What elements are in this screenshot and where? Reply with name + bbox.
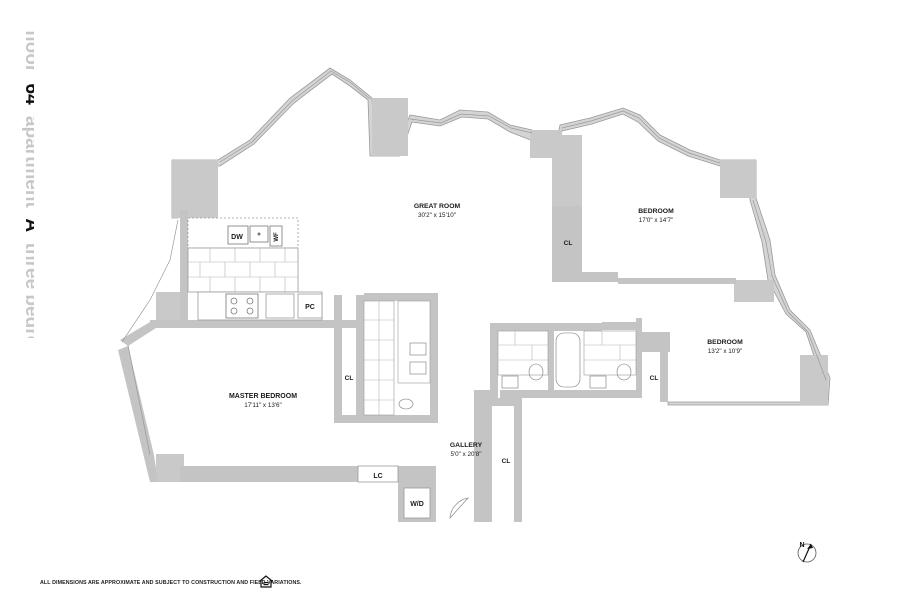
dishwasher-icon: [227, 225, 249, 245]
lc-label: LC: [373, 473, 382, 480]
title-floor-number: 64: [21, 84, 34, 106]
north-arrow-icon: N: [797, 542, 817, 563]
bedroom-1-closet-label: CL: [564, 240, 573, 247]
hall-bath: [497, 330, 637, 389]
bedroom-1-dims: 17'0" x 14'7": [639, 217, 674, 224]
title-apartment-word: apartment: [21, 116, 34, 209]
hall-sink-2-icon: [589, 375, 607, 389]
entry-door-icon: [449, 497, 469, 519]
north-label: N: [799, 542, 804, 549]
title-apartment-letter: A: [21, 218, 34, 232]
master-bedroom-name: MASTER BEDROOM: [229, 393, 297, 400]
hall-toilet-1-icon: [528, 363, 544, 381]
disclaimer: ALL DIMENSIONS ARE APPROXIMATE AND SUBJE…: [40, 580, 302, 586]
great-room-name: GREAT ROOM: [414, 203, 461, 210]
hall-sink-1-icon: [501, 375, 519, 389]
master-closet-label: CL: [345, 375, 354, 382]
gallery-dims: 5'0" x 20'8": [450, 451, 481, 458]
interior-walls: [118, 206, 736, 522]
wd-label: W/D: [410, 501, 424, 508]
title-floor-word: floor: [21, 30, 34, 73]
bedroom-1-name: BEDROOM: [638, 208, 674, 215]
bedroom-2-name: BEDROOM: [707, 339, 743, 346]
unit-title: floor 64 apartment A three bedroom: [4, 28, 34, 338]
windows: [121, 70, 827, 456]
wf-label: WF: [274, 232, 280, 242]
great-room-dims: 30'2" x 15'10": [418, 212, 456, 219]
master-bedroom-dims: 17'11" x 13'6": [244, 402, 282, 409]
bedroom-2-closet-label: CL: [650, 375, 659, 382]
bedroom-2-dims: 13'2" x 10'9": [708, 348, 743, 355]
master-sink-2-icon: [409, 361, 427, 375]
oven-icon: [265, 293, 295, 319]
cooktop-icon: [225, 293, 259, 319]
water-filter-icon: [269, 225, 283, 247]
kitchen-sink-icon: [249, 225, 269, 243]
bathtub-icon: [555, 332, 581, 388]
gallery-closet-label: CL: [502, 458, 511, 465]
equal-housing-icon: [259, 575, 273, 588]
dw-label: DW: [231, 234, 243, 241]
pc-label: PC: [305, 304, 315, 311]
master-toilet-icon: [398, 398, 414, 410]
svg-text:floor 64 apart: floor 64 apartment A three bedroom: [21, 30, 34, 338]
closet-outlines: [297, 293, 431, 519]
gallery-name: GALLERY: [450, 442, 483, 449]
master-bath: [363, 300, 431, 416]
hall-toilet-2-icon: [616, 363, 632, 381]
master-sink-1-icon: [409, 342, 427, 356]
title-unit-type: three bedroom: [21, 243, 34, 338]
kitchen: [187, 217, 323, 321]
